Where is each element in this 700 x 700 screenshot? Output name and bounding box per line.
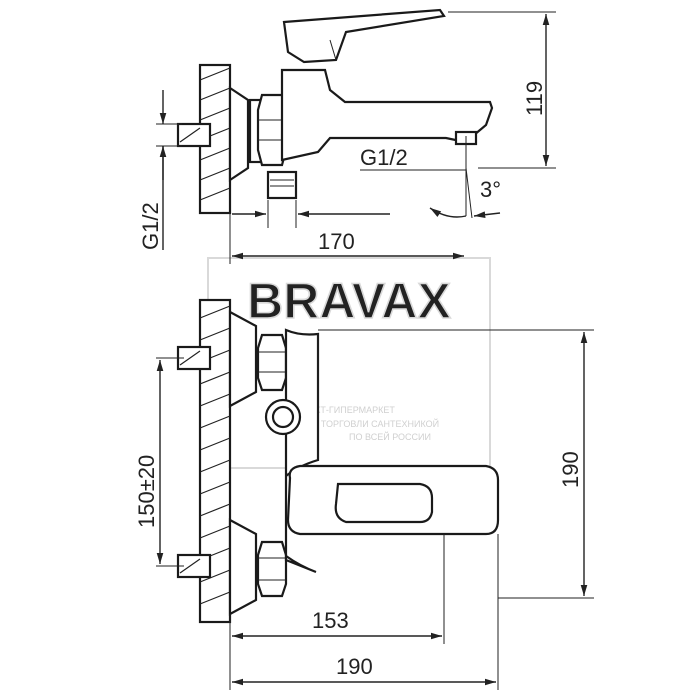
dimension-height-119: 119 bbox=[522, 81, 547, 116]
spout-thread-label: G1/2 bbox=[360, 145, 408, 170]
watermark-line-3: ПО ВСЕЙ РОССИИ bbox=[349, 431, 431, 442]
watermark: BRAVAX КТ-ГИПЕРМАРКЕТ ТОРГОВЛИ САНТЕХНИК… bbox=[207, 257, 491, 469]
top-handle-grip bbox=[334, 482, 434, 524]
side-bottom-connector bbox=[266, 170, 298, 200]
side-view: 119 G1/2 3° G1/2 170 bbox=[138, 8, 556, 264]
dimension-inlet-spacing: 150±20 bbox=[134, 455, 159, 528]
dimension-spout-offset-153: 153 bbox=[312, 608, 349, 633]
dimension-depth-190: 190 bbox=[558, 451, 583, 488]
watermark-line-2: ТОРГОВЛИ САНТЕХНИКОЙ bbox=[321, 418, 439, 429]
top-mixer-body-outline bbox=[284, 328, 320, 574]
top-escutcheon-upper bbox=[228, 310, 258, 408]
side-escutcheon bbox=[228, 85, 250, 183]
watermark-brand: BRAVAX bbox=[247, 273, 451, 329]
dimension-length-170: 170 bbox=[318, 229, 355, 254]
side-lever-handle[interactable] bbox=[282, 8, 446, 64]
side-inlet-pipe bbox=[176, 122, 212, 148]
top-view: 150±20 190 153 190 bbox=[134, 298, 594, 690]
top-hex-nut-upper bbox=[256, 333, 288, 392]
top-escutcheon-lower bbox=[228, 518, 258, 616]
top-hex-nut-lower bbox=[256, 540, 288, 598]
angle-3-degree-label: 3° bbox=[480, 177, 501, 202]
inlet-thread-label: G1/2 bbox=[138, 202, 163, 250]
side-mixer-body bbox=[280, 68, 494, 162]
dimension-width-190: 190 bbox=[336, 654, 373, 679]
watermark-line-1: КТ-ГИПЕРМАРКЕТ bbox=[315, 405, 395, 415]
